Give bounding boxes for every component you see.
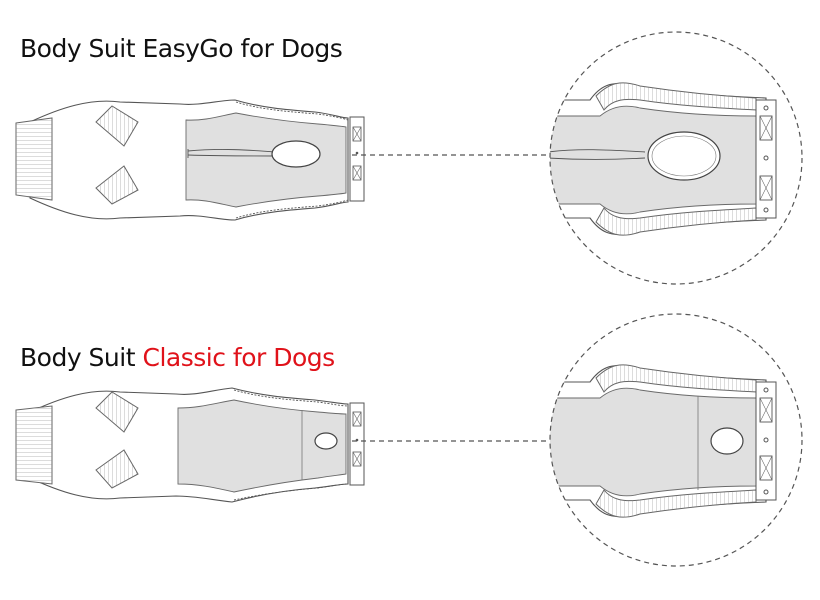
easygo-detail-magnifier — [549, 31, 803, 285]
title-easygo: Body Suit EasyGo for Dogs — [20, 34, 343, 63]
front-leg-cuff-lower — [95, 165, 139, 205]
classic-opening — [314, 432, 338, 450]
classic-front-leg-cuff-upper — [95, 391, 139, 433]
title-easygo-text: Body Suit EasyGo for Dogs — [20, 34, 343, 63]
magnifier-circle-bottom — [549, 313, 803, 567]
magnifier-circle-top — [549, 31, 803, 285]
easygo-suit — [15, 99, 365, 221]
title-classic-prefix: Body Suit — [20, 343, 136, 372]
classic-detail-magnifier — [549, 313, 803, 567]
easygo-opening — [271, 140, 321, 168]
classic-suit — [15, 387, 365, 503]
title-classic: Body Suit Classic for Dogs — [20, 343, 335, 372]
front-leg-cuff-upper — [95, 105, 139, 147]
title-classic-highlight: Classic for Dogs — [142, 343, 335, 372]
classic-front-leg-cuff-lower — [95, 449, 139, 489]
